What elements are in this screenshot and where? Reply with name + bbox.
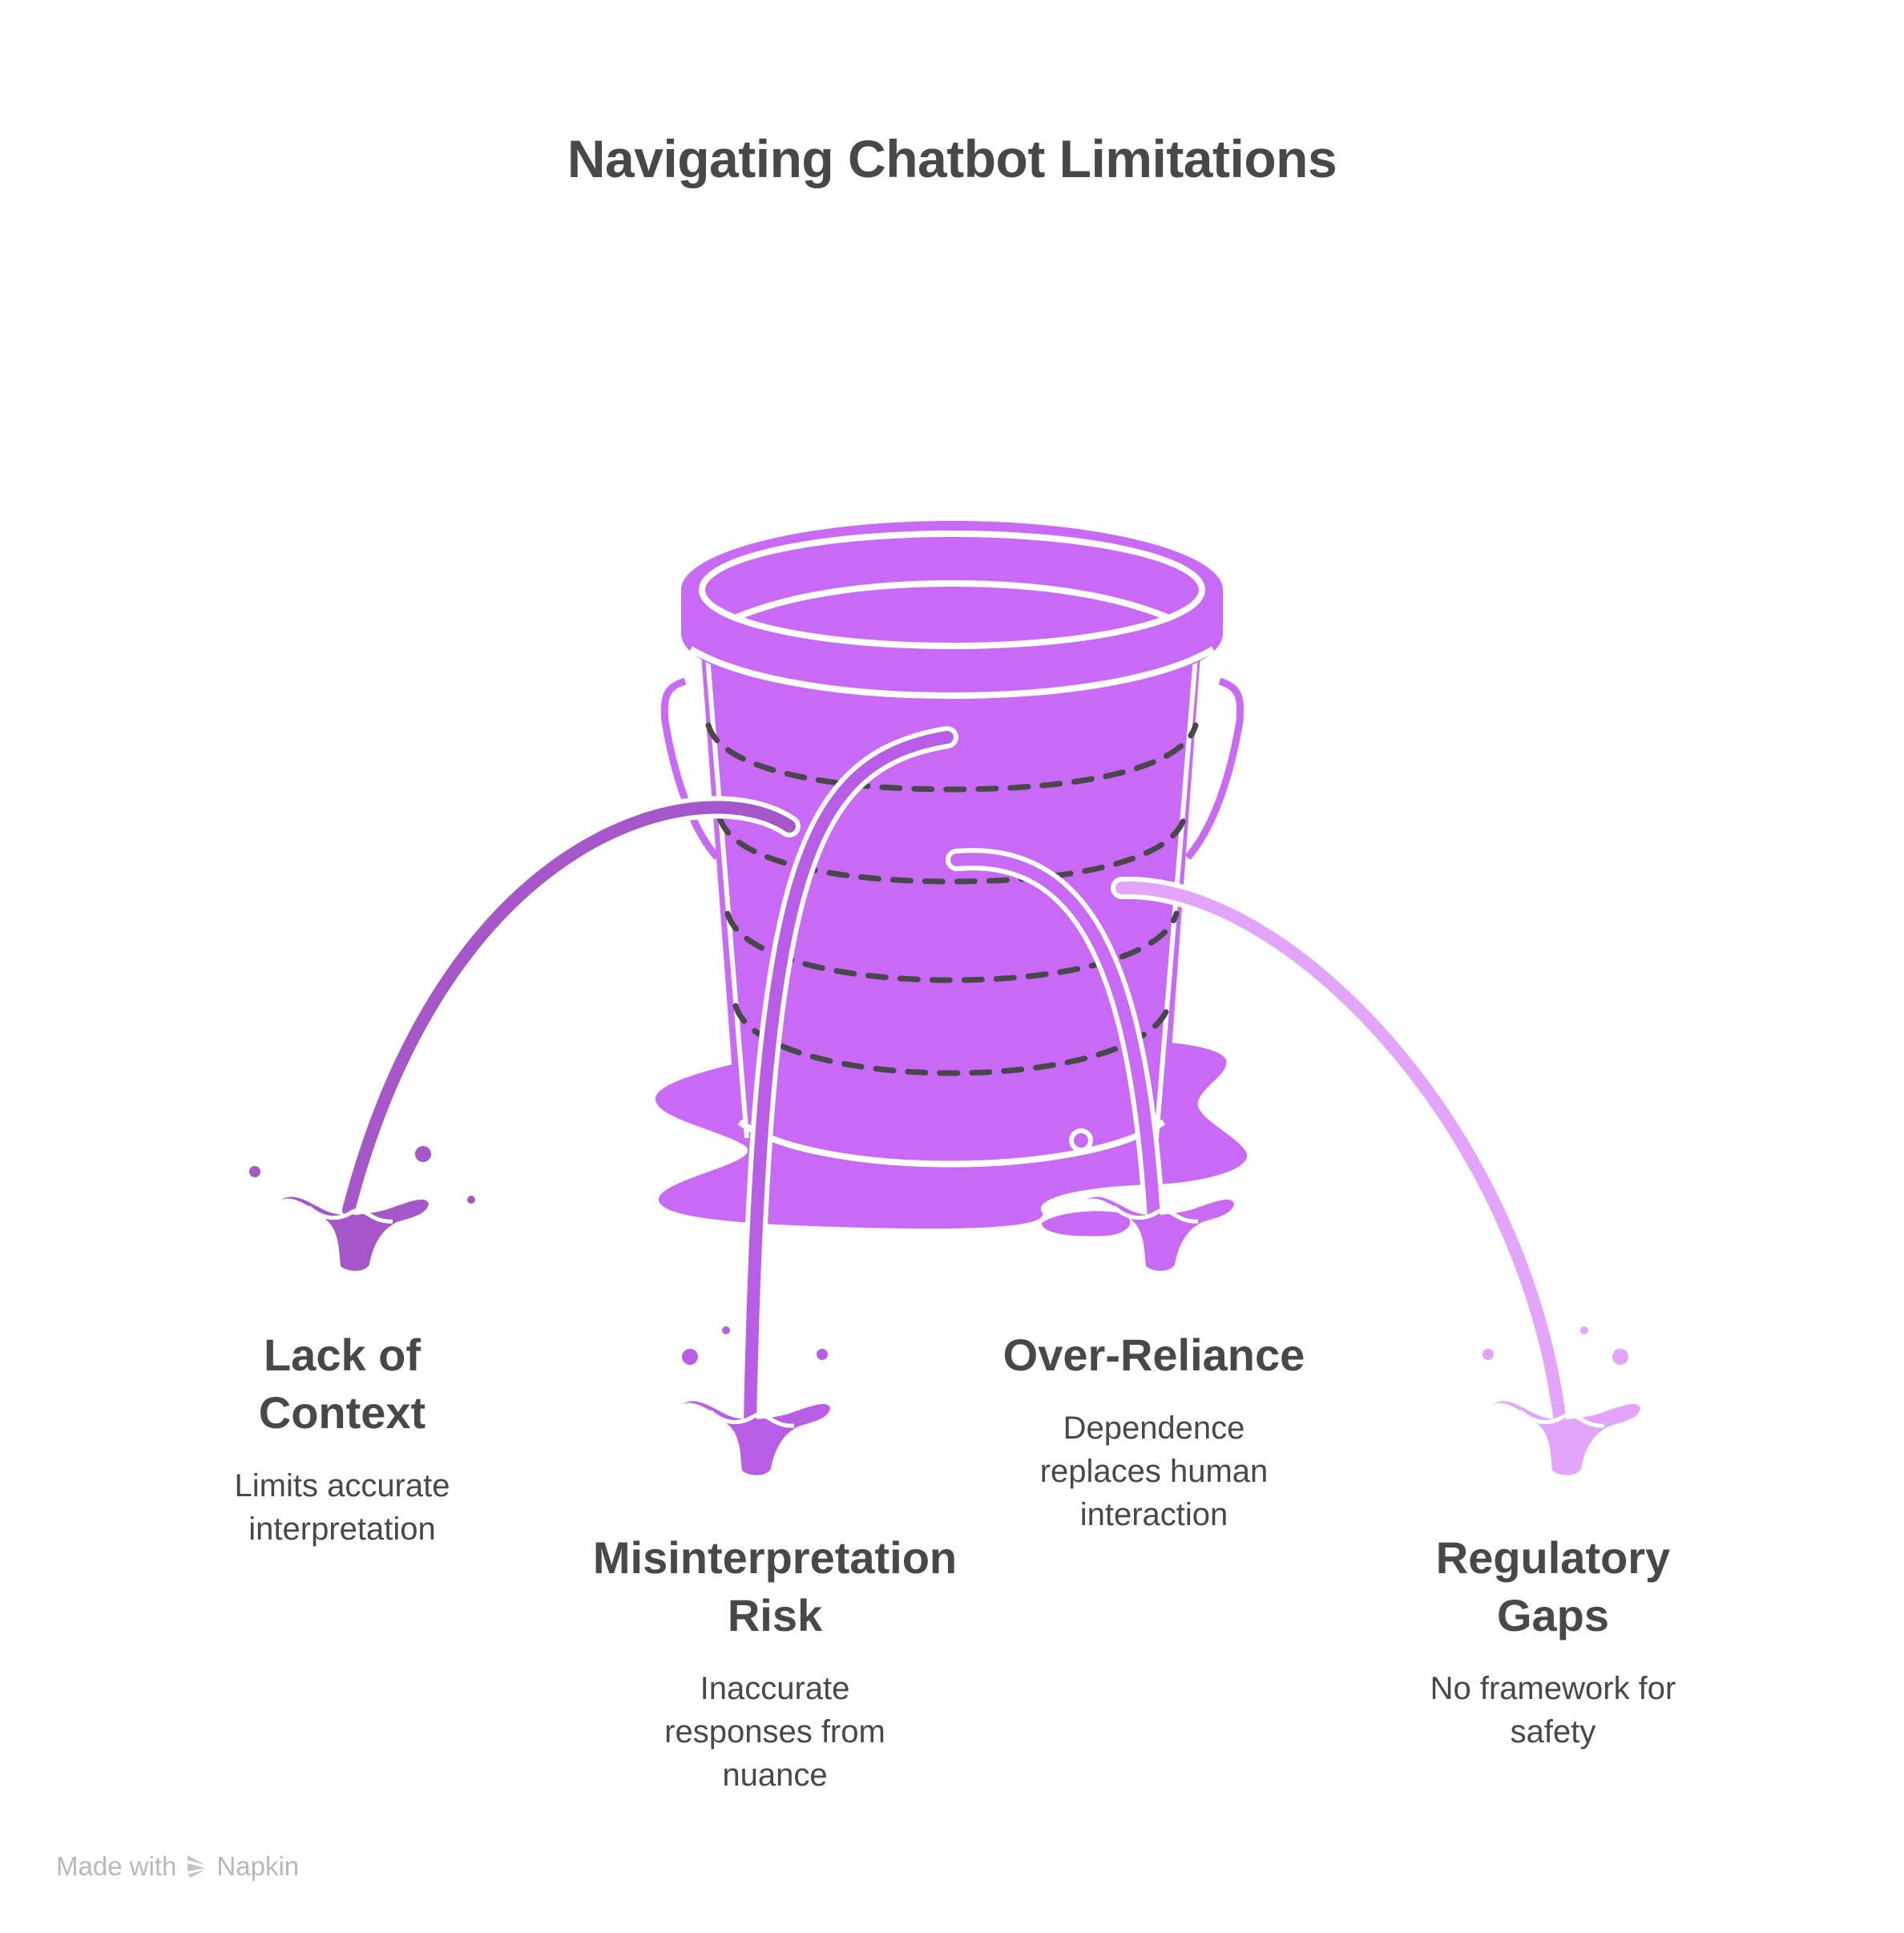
- splash-droplet: [1482, 1349, 1494, 1360]
- puddle-drip: [1042, 1211, 1131, 1237]
- splash-droplet: [415, 1146, 431, 1162]
- splash-droplet: [682, 1349, 698, 1365]
- stream-line: [744, 731, 954, 1429]
- splash: [682, 1401, 830, 1475]
- stream-line: [342, 801, 796, 1217]
- splash-droplet: [467, 1196, 475, 1204]
- stream-line: [950, 853, 1160, 1225]
- stream-regulatory-gaps: [1111, 876, 1640, 1475]
- item-title: Over-Reliance: [1002, 1330, 1305, 1380]
- stream-line: [1115, 881, 1567, 1429]
- splash: [1492, 1401, 1640, 1475]
- footer-prefix: Made with: [56, 1851, 177, 1881]
- bucket-body: [700, 633, 1202, 1168]
- splash-droplet: [722, 1326, 730, 1334]
- splash: [280, 1197, 429, 1271]
- splash-droplet: [249, 1166, 260, 1177]
- bucket-rivet: [1069, 1128, 1093, 1152]
- bucket-handle-right: [1184, 677, 1244, 860]
- splash: [1086, 1197, 1234, 1271]
- stream-lack-of-context: [249, 796, 801, 1271]
- footer-brand: Napkin: [216, 1851, 300, 1881]
- bucket-opening: [699, 531, 1205, 649]
- bucket-bottom-rim: [737, 1119, 1166, 1168]
- bucket-handle-left: [660, 677, 720, 860]
- stream-misinterpretation: [682, 726, 958, 1475]
- napkin-logo-icon: [188, 1855, 206, 1878]
- stream-over-reliance: [946, 848, 1234, 1271]
- splash-droplet: [1612, 1349, 1628, 1365]
- page-title: Navigating Chatbot Limitations: [567, 129, 1337, 188]
- napkin-watermark: Made with Napkin: [56, 1851, 299, 1882]
- splash-droplet: [817, 1349, 828, 1360]
- splash-droplet: [1580, 1326, 1588, 1334]
